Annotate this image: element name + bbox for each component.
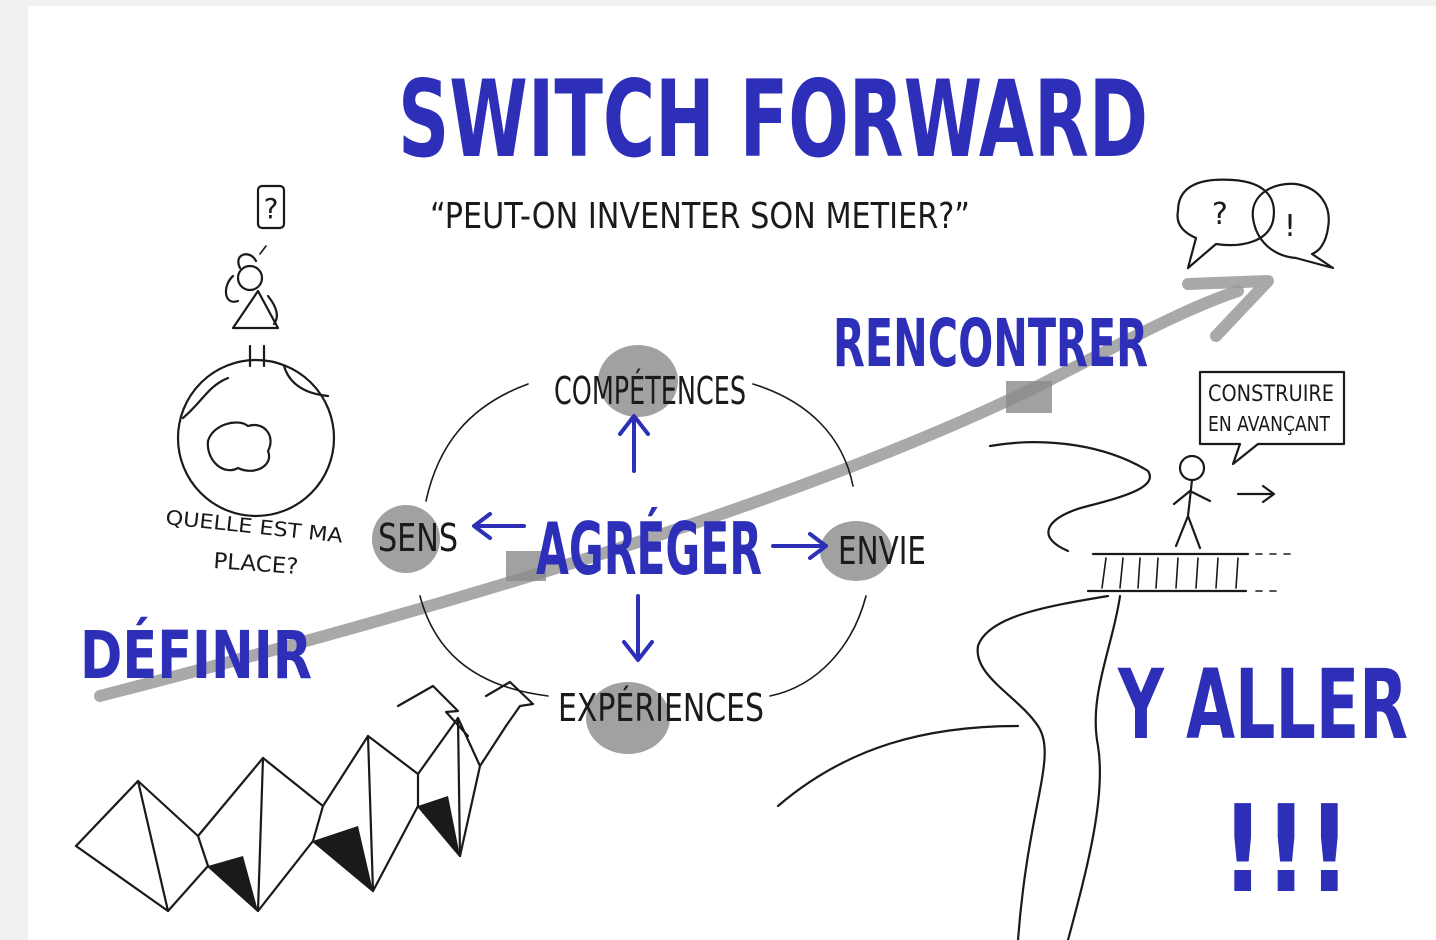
- blob-competences: [598, 345, 678, 417]
- globe-person-illustration: [176, 245, 336, 518]
- progress-arrow: [94, 275, 1274, 702]
- thought-bubble-mark: ?: [264, 192, 279, 225]
- cycle-envie: ENVIE: [838, 529, 926, 573]
- thought-bubble: ?: [256, 184, 286, 230]
- cycle-circle: [419, 383, 867, 697]
- cycle-experiences: EXPÉRIENCES: [558, 686, 764, 730]
- stage-rencontrer: RENCONTRER: [833, 305, 1148, 382]
- folded-path-illustration: [74, 680, 535, 913]
- page-subtitle: “PEUT-ON INVENTER SON METIER?”: [430, 196, 970, 237]
- agreger-arrows: [472, 414, 828, 662]
- cycle-sens: SENS: [378, 516, 458, 560]
- stage-exclaim: !!!: [1221, 781, 1351, 920]
- marker-blobs: [372, 345, 892, 754]
- speech-bubble-right-mark: !: [1284, 209, 1296, 244]
- stage-agreger: AGRÉGER: [536, 507, 762, 591]
- sketchnote-board: SWITCH FORWARD “PEUT-ON INVENTER SON MET…: [28, 6, 1436, 940]
- walker-bubble-line1: CONSTRUIRE: [1208, 382, 1334, 407]
- blob-sens: [372, 505, 440, 573]
- walker-bubble-line2: EN AVANÇANT: [1208, 412, 1331, 436]
- page-title: SWITCH FORWARD: [398, 58, 1148, 181]
- stage-definir: DÉFINIR: [80, 616, 312, 694]
- speech-bubbles: ? !: [1176, 178, 1335, 270]
- blob-experiences: [586, 682, 670, 754]
- blob-envie: [820, 521, 892, 581]
- stage-y-aller: Y ALLER: [1117, 649, 1408, 761]
- cycle-competences: COMPÉTENCES: [554, 369, 746, 413]
- walker-bridge-illustration: [776, 441, 1291, 940]
- globe-caption-line2: PLACE?: [213, 549, 300, 580]
- globe-caption-line1: QUELLE EST MA: [164, 505, 344, 548]
- sketchnote-canvas: SWITCH FORWARD “PEUT-ON INVENTER SON MET…: [74, 58, 1408, 940]
- speech-bubble-left-mark: ?: [1212, 197, 1228, 232]
- walker-speech-bubble: CONSTRUIRE EN AVANÇANT: [1198, 370, 1346, 466]
